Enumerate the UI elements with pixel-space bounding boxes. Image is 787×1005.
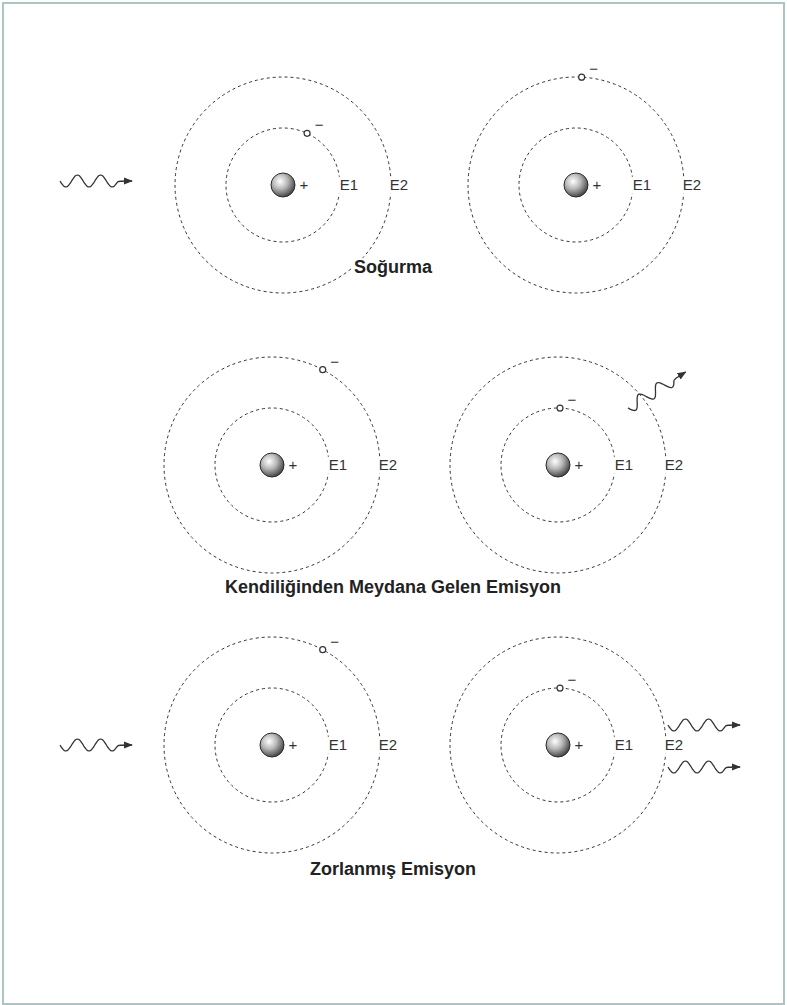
photon-wave (60, 175, 132, 187)
nucleus (260, 733, 284, 757)
atom (164, 637, 380, 853)
outer-orbit (164, 637, 380, 853)
electron-charge: − (328, 353, 341, 370)
atom (468, 74, 684, 293)
inner-orbit (215, 408, 329, 522)
inner-orbit (215, 688, 329, 802)
inner-orbit (501, 688, 615, 802)
energy-level-label: E2 (663, 737, 685, 754)
nucleus-charge: + (298, 177, 311, 194)
energy-level-label: E2 (681, 177, 703, 194)
nucleus-charge: + (287, 737, 300, 754)
energy-level-label: E1 (631, 177, 653, 194)
photon-wave (668, 761, 740, 773)
electron (320, 647, 326, 653)
nucleus-charge: + (573, 737, 586, 754)
nucleus-charge: + (573, 457, 586, 474)
section-caption: Soğurma (352, 258, 434, 278)
inner-orbit (501, 408, 615, 522)
electron (320, 367, 326, 373)
energy-level-label: E2 (663, 457, 685, 474)
outer-orbit (450, 357, 666, 573)
atom (450, 637, 666, 853)
photon-wave (628, 372, 686, 411)
nucleus (546, 453, 570, 477)
nucleus-charge: + (287, 457, 300, 474)
electron (557, 685, 563, 691)
energy-level-label: E1 (327, 457, 349, 474)
nucleus-charge: + (591, 177, 604, 194)
electron-charge: − (566, 672, 579, 689)
outer-orbit (468, 77, 684, 293)
energy-level-label: E1 (613, 457, 635, 474)
electron (579, 74, 585, 80)
energy-level-label: E2 (377, 737, 399, 754)
energy-level-label: E1 (327, 737, 349, 754)
photon-wave (668, 719, 740, 731)
inner-orbit (519, 128, 633, 242)
energy-level-label: E1 (338, 177, 360, 194)
nucleus (271, 173, 295, 197)
section-caption: Kendiliğinden Meydana Gelen Emisyon (223, 578, 563, 598)
electron-charge: − (566, 392, 579, 409)
outer-orbit (450, 637, 666, 853)
energy-level-label: E2 (377, 457, 399, 474)
electron-charge: − (328, 633, 341, 650)
atom (164, 357, 380, 573)
energy-level-label: E2 (388, 177, 410, 194)
nucleus (260, 453, 284, 477)
electron (304, 130, 310, 136)
nucleus (546, 733, 570, 757)
inner-orbit (226, 128, 340, 242)
energy-level-label: E1 (613, 737, 635, 754)
electron-charge: − (587, 61, 600, 78)
photon-wave (60, 739, 132, 751)
electron-charge: − (313, 117, 326, 134)
nucleus (564, 173, 588, 197)
outer-orbit (164, 357, 380, 573)
atom (450, 357, 666, 573)
section-caption: Zorlanmış Emisyon (308, 860, 478, 880)
electron (557, 405, 563, 411)
